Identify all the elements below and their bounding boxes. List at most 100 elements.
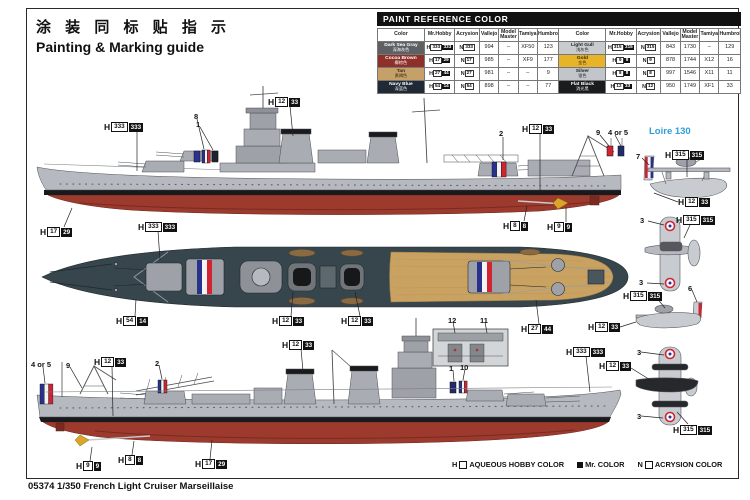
vallejo-cell: 981 (478, 67, 500, 81)
vallejo-cell: 997 (660, 67, 681, 81)
color-name: Tan (396, 69, 406, 75)
mr-color-number: 315 (689, 150, 705, 160)
tamiya-cell: – (699, 41, 720, 55)
decal-number-callout: 7 (636, 152, 641, 161)
color-name: Dark Sea Gray (384, 43, 418, 49)
ship-side-profile-top (36, 86, 625, 215)
decal-number-callout: 1 (196, 120, 201, 129)
vallejo-cell: 950 (660, 80, 681, 94)
column-header-model-master: Model Master (498, 28, 519, 42)
aqueous-number: 12 (348, 316, 362, 326)
ship-side-profile-bottom (36, 318, 622, 447)
acrysion-number: 12 (646, 83, 656, 90)
mr-color-number: 29 (442, 57, 451, 63)
column-header-model-master: Model Master (679, 28, 701, 42)
color-name-chinese: 深海灰色 (392, 47, 410, 53)
aqueous-number: 54 (433, 83, 443, 90)
color-name-chinese: 银色 (578, 73, 587, 79)
decal-number-callout: 1 (449, 364, 454, 373)
decal-number-callout: 3 (640, 216, 645, 225)
color-name-chinese: 金色 (578, 60, 587, 66)
page-title-english: Painting & Marking guide (36, 39, 205, 55)
tamiya-cell: X11 (699, 67, 720, 81)
aqueous-number: 333 (145, 222, 162, 232)
aqueous-number: 12 (685, 197, 699, 207)
acrysion-number: 9 (646, 57, 655, 64)
humbrol-cell: 9 (537, 67, 560, 81)
model-master-cell: 1744 (679, 54, 701, 68)
color-name-chinese: 浅灰色 (576, 47, 589, 53)
decal-number-callout: 2 (155, 359, 160, 368)
mr-color-number: 33 (362, 316, 374, 326)
mr-color-number: 333 (590, 347, 606, 357)
legend-label: Mr. COLOR (585, 460, 625, 469)
decal-number-callout: 8 (194, 112, 199, 121)
decal-number-callout: 3 (637, 412, 642, 421)
page-title-chinese: 涂 装 同 标 贴 指 示 (36, 19, 232, 36)
seaplane-bottom-view (635, 346, 699, 426)
tamiya-cell: XF50 (517, 41, 539, 55)
column-header-acrysion: Acrysion (635, 28, 662, 42)
legend-label: AQUEOUS HOBBY COLOR (469, 460, 565, 469)
legend-label: ACRYSION COLOR (654, 460, 723, 469)
mr-color-number: 33 (623, 83, 632, 89)
decal-number-callout: 4 or 5 (608, 128, 629, 137)
mr-color-number: 33 (289, 97, 301, 107)
column-header-tamiya: Tamiya (517, 28, 539, 42)
aqueous-number: 27 (528, 324, 542, 334)
vallejo-cell: 994 (478, 41, 500, 55)
leader-lines (42, 105, 698, 462)
aqueous-number: 8 (510, 221, 520, 231)
column-header-vallejo: Vallejo (478, 28, 500, 42)
decal-number-callout: 3 (639, 278, 644, 287)
column-header-mr-hobby: Mr.Hobby (605, 28, 637, 42)
aqueous-number: 12 (275, 97, 289, 107)
acrysion-number: 27 (464, 70, 474, 77)
mr-color-number: 33 (543, 124, 555, 134)
mr-color-number: 333 (442, 44, 453, 50)
aqueous-number: 8 (125, 455, 135, 465)
midship-detail-inset (432, 328, 509, 367)
mr-color-number: 14 (442, 83, 451, 89)
acrysion-number: 54 (464, 83, 474, 90)
legend-item: Mr. COLOR (577, 460, 624, 469)
color-name: Light Gull (570, 43, 594, 49)
mr-color-number: 9 (564, 222, 573, 232)
mr-color-number: 8 (624, 70, 630, 76)
column-header-color: Color (558, 28, 607, 42)
mr-color-number: 333 (162, 222, 178, 232)
acrysion-number: 333 (463, 44, 475, 51)
humbrol-cell: 16 (718, 54, 741, 68)
mr-color-number: 44 (442, 70, 451, 76)
model-master-cell: 1730 (679, 41, 701, 55)
tamiya-cell: – (517, 67, 539, 81)
color-name-chinese: 椰棕色 (394, 60, 408, 66)
mr-color-number: 33 (303, 340, 315, 350)
vallejo-cell: 843 (660, 41, 681, 55)
